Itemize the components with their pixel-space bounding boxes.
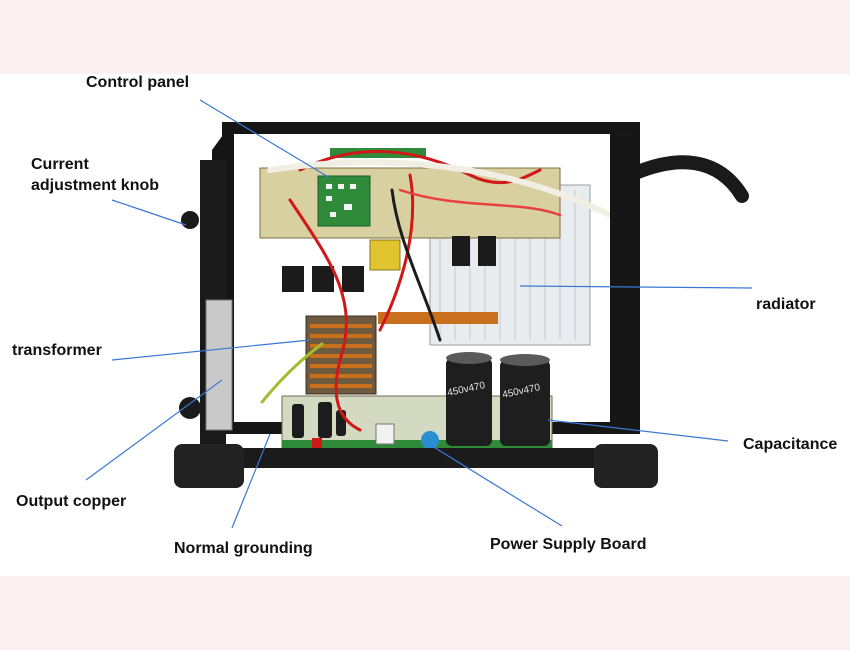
- current-knob: [181, 211, 199, 229]
- pcb-base-strip: [282, 440, 552, 448]
- label-current-knob: Current adjustment knob: [31, 156, 160, 194]
- label-capacitance: Capacitance: [743, 436, 838, 453]
- label-radiator: radiator: [756, 296, 816, 313]
- electrolytic-capacitors: [446, 352, 550, 446]
- foot-right: [594, 444, 658, 488]
- label-transformer: transformer: [12, 342, 102, 359]
- leader-power-supply-board: [431, 445, 563, 527]
- white-connector: [375, 423, 395, 445]
- bottom-rail: [180, 448, 650, 468]
- blue-disc-capacitor: [421, 431, 439, 449]
- leader-lines: [85, 99, 753, 529]
- leader-radiator: [519, 285, 753, 289]
- small-capacitors: [292, 402, 346, 438]
- leader-transformer: [111, 339, 311, 361]
- wires: [260, 150, 615, 432]
- power-transistors: [282, 236, 496, 292]
- label-power-supply-board: Power Supply Board: [490, 536, 647, 553]
- leader-capacitance: [547, 419, 729, 442]
- yellow-component: [369, 239, 401, 271]
- front-panel-plate: [205, 299, 233, 431]
- rear-right-post: [610, 130, 634, 430]
- red-connector: [312, 438, 322, 448]
- label-normal-grounding: Normal grounding: [174, 540, 313, 557]
- bottom-band: [0, 576, 850, 650]
- foot-left: [174, 444, 244, 488]
- label-control-panel: Control panel: [86, 74, 190, 91]
- leader-normal-grounding: [231, 433, 271, 529]
- output-copper-terminal: [179, 397, 201, 419]
- leader-current-knob: [111, 199, 187, 226]
- top-band: [0, 0, 850, 74]
- top-strip-board: [330, 148, 426, 158]
- copper-band: [378, 312, 498, 324]
- control-panel-board: [317, 175, 371, 227]
- leader-control-panel: [199, 99, 331, 179]
- label-output-copper: Output copper: [16, 493, 127, 510]
- leader-output-copper: [85, 379, 223, 481]
